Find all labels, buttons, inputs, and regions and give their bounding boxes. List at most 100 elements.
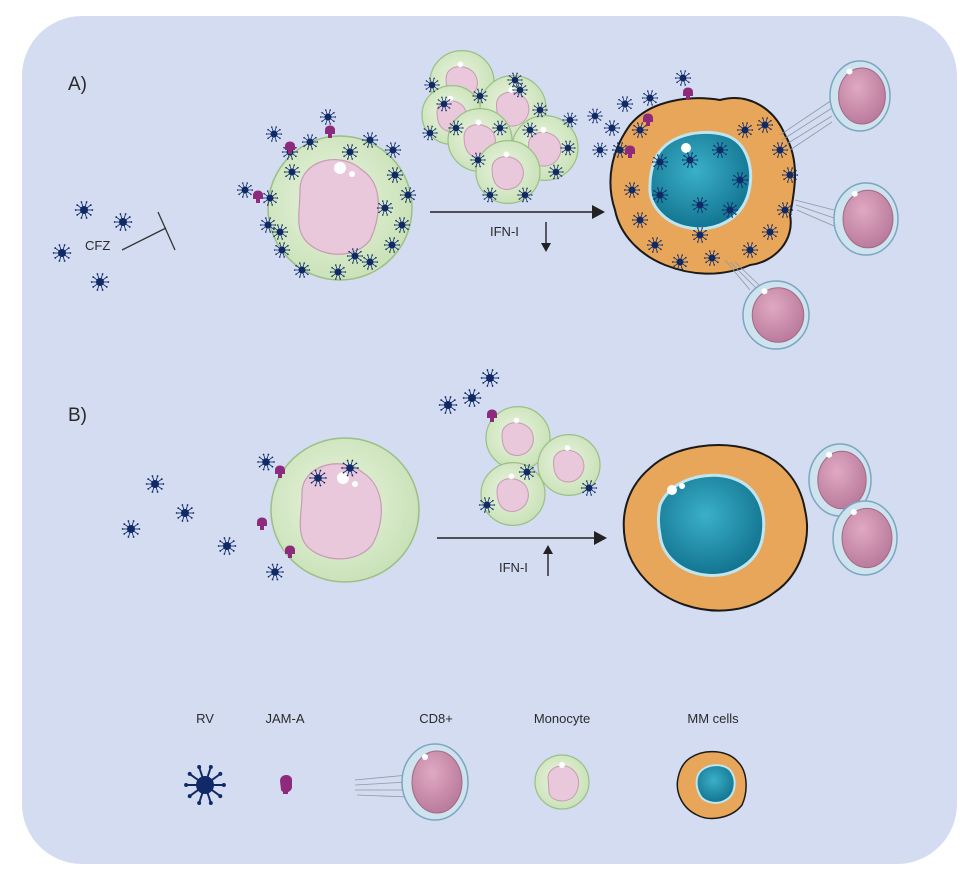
virus-particle [361,132,379,148]
mm-cell-a-bound-viruses [603,70,799,270]
jam-a-receptor [257,517,267,530]
cd8-cell [779,60,891,151]
free-viruses-b [121,369,500,555]
virus-particle [507,72,523,88]
virus-particle [265,126,283,142]
monocyte-cluster-b [478,406,601,526]
small-monocyte [475,140,541,204]
small-monocyte [485,406,551,470]
small-monocyte [537,434,601,496]
virus-particle [436,96,452,112]
cd8-cell [794,182,899,256]
virus-particle [393,217,411,233]
virus-particle [548,164,564,180]
virus-particle [384,142,402,158]
virus-particle [674,70,692,86]
virus-particle [329,264,347,280]
virus-particle [611,142,629,158]
virus-particle [257,453,275,471]
virus-particle [399,187,417,203]
virus-particle [641,90,659,106]
jam-a-receptor [253,190,263,203]
small-monocyte [480,462,546,526]
jam-a-receptor [325,125,335,138]
legend-label-mm-cells: MM cells [687,711,739,726]
virus-particle [273,242,291,258]
virus-particle [756,117,774,133]
virus-particle [631,212,649,228]
panel-b [121,369,898,612]
ifn-up-arrow [543,545,553,576]
virus-particle [472,88,488,104]
virus-particle [383,237,401,253]
cfz-label: CFZ [85,238,111,253]
virus-particle [283,164,301,180]
virus-particle [184,765,226,805]
virus-particle [518,464,536,480]
virus-particle [736,122,754,138]
virus-particle [691,197,709,213]
cfz-inhibition-symbol [121,211,176,251]
virus-particle [346,248,364,264]
monocyte-a [267,135,413,281]
virus-particle [560,140,576,156]
virus-particle [113,213,133,231]
virus-particle [616,96,634,112]
panel-a-label: A) [68,74,87,95]
cd8-cell [832,500,898,576]
virus-particle [261,190,279,206]
virus-particle [462,389,482,407]
cd8-cells-b [808,443,898,576]
jam-a-receptor-icon [280,775,292,794]
ifn-label-b: IFN-I [499,560,528,575]
cd8-cell-icon [354,743,469,821]
virus-particle [424,77,440,93]
virus-particle [651,154,669,170]
virus-particle [703,250,721,266]
virus-particle [587,108,603,124]
jam-a-receptor [643,113,653,126]
virus-particle [776,202,794,218]
legend-label-jam-a: JAM-A [265,711,305,726]
ifn-label-a: IFN-I [490,224,519,239]
virus-particle [631,122,649,138]
virus-particle [651,187,669,203]
virus-particle [376,200,394,216]
jam-a-receptor [285,141,295,154]
virus-particle [74,201,94,219]
virus-particle [482,187,498,203]
virus-particle [761,224,779,240]
virus-particle [361,254,379,270]
legend-label-monocyte: Monocyte [533,711,591,726]
monocyte-b-bound-viruses [257,453,359,581]
monocyte-cluster-a [421,50,608,204]
mm-cell-icon [676,750,747,820]
virus-particle [623,182,641,198]
virus-particle [341,459,359,477]
panel-b-label: B) [68,405,87,426]
virus-particle [175,504,195,522]
virus-particle [721,202,739,218]
virus-particle [478,497,496,513]
mm-cell-b [622,444,808,612]
mm-cell-a [609,97,796,275]
virus-particle [711,142,729,158]
virus-particle [492,120,508,136]
legend [184,743,747,821]
virus-particle [52,244,72,262]
jam-a-receptor [683,87,693,100]
virus-particle [580,480,598,496]
virus-particle [90,273,110,291]
virus-particle [741,242,759,258]
cd8-cells-a [724,60,899,350]
virus-particle [731,172,749,188]
virus-particle [341,144,359,160]
virus-particle [271,224,289,240]
virus-particle [236,182,254,198]
virus-particle [562,112,578,128]
cd8-cell [808,443,872,517]
jam-a-receptor [275,465,285,478]
cd8-cell [724,259,810,350]
virus-particle [309,469,327,487]
virus-particle [266,563,284,581]
